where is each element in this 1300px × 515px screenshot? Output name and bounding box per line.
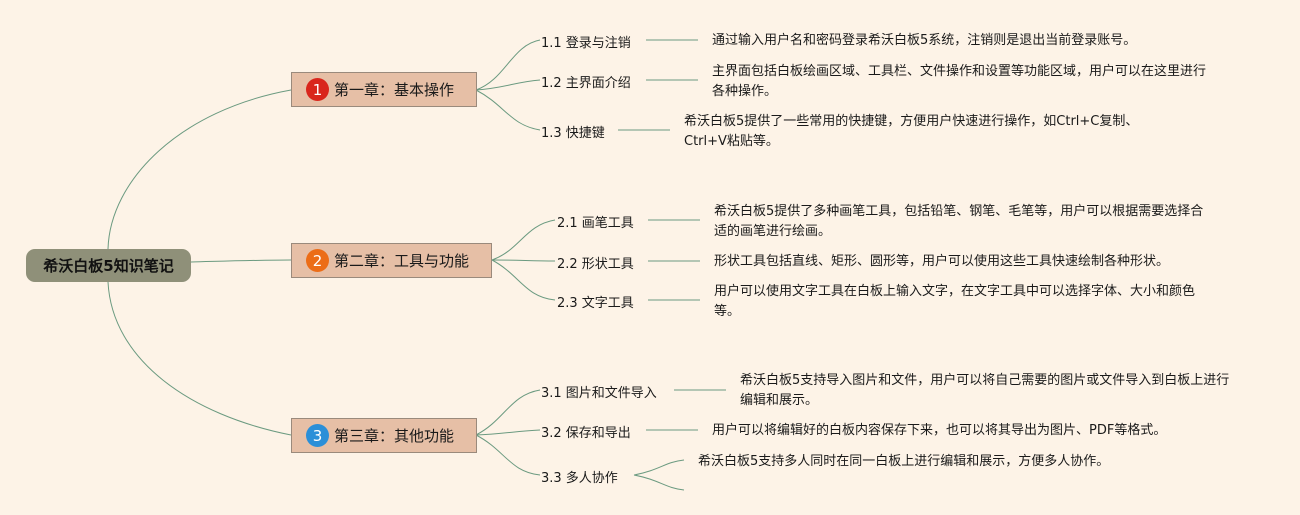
chapter-3-node[interactable]: 3 第三章：其他功能: [291, 418, 477, 453]
connector-ch3-s3: [475, 434, 541, 476]
connector-ch1-s3: [475, 89, 541, 131]
section-1-1-desc: 通过输入用户名和密码登录希沃白板5系统，注销则是退出当前登录账号。: [712, 33, 1137, 48]
chapter-1-node[interactable]: 1 第一章：基本操作: [291, 72, 477, 107]
chapter-1-badge: 1: [306, 78, 329, 101]
section-1-3[interactable]: 1.3 快捷键: [541, 126, 605, 141]
connector-root-ch3: [107, 281, 292, 436]
chapter-1-label: 第一章：基本操作: [334, 81, 455, 99]
connector-root-ch2: [190, 259, 292, 263]
connector-ch3-s3-fork-up: [633, 459, 685, 476]
section-2-2-desc: 形状工具包括直线、矩形、圆形等，用户可以使用这些工具快速绘制各种形状。: [714, 254, 1170, 269]
section-3-3[interactable]: 3.3 多人协作: [541, 471, 618, 486]
chapter-2-node[interactable]: 2 第二章：工具与功能: [291, 243, 492, 278]
section-2-1[interactable]: 2.1 画笔工具: [557, 216, 634, 231]
connector-root-ch1: [107, 89, 292, 250]
section-1-3-desc: 希沃白板5提供了一些常用的快捷键，方便用户快速进行操作，如Ctrl+C复制、Ct…: [684, 114, 1139, 149]
chapter-3-badge: 3: [306, 424, 329, 447]
section-2-3[interactable]: 2.3 文字工具: [557, 296, 634, 311]
section-2-1-desc: 希沃白板5提供了多种画笔工具，包括铅笔、钢笔、毛笔等，用户可以根据需要选择合适的…: [714, 204, 1204, 239]
connector-ch1-s2: [475, 79, 541, 91]
connector-ch1-s1: [475, 39, 541, 91]
section-1-2-desc: 主界面包括白板绘画区域、工具栏、文件操作和设置等功能区域，用户可以在这里进行各种…: [712, 64, 1207, 99]
connector-ch3-s1: [475, 389, 541, 436]
connector-ch3-s3-fork-down: [633, 474, 685, 491]
connector-ch2-s1: [491, 219, 556, 261]
connector-ch2-s3: [491, 259, 556, 301]
section-3-3-desc: 希沃白板5支持多人同时在同一白板上进行编辑和展示，方便多人协作。: [698, 454, 1110, 469]
chapter-3-label: 第三章：其他功能: [334, 427, 455, 445]
section-3-1-desc: 希沃白板5支持导入图片和文件，用户可以将自己需要的图片或文件导入到白板上进行编辑…: [740, 373, 1230, 408]
root-label: 希沃白板5知识笔记: [43, 257, 174, 275]
connector-ch2-s2: [491, 259, 556, 262]
section-1-2[interactable]: 1.2 主界面介绍: [541, 76, 631, 91]
section-2-3-desc: 用户可以使用文字工具在白板上输入文字，在文字工具中可以选择字体、大小和颜色等。: [714, 284, 1196, 319]
section-3-1[interactable]: 3.1 图片和文件导入: [541, 386, 657, 401]
section-2-2[interactable]: 2.2 形状工具: [557, 257, 634, 272]
chapter-2-badge: 2: [306, 249, 329, 272]
root-node[interactable]: 希沃白板5知识笔记: [26, 249, 191, 282]
section-1-1[interactable]: 1.1 登录与注销: [541, 36, 631, 51]
section-3-2-desc: 用户可以将编辑好的白板内容保存下来，也可以将其导出为图片、PDF等格式。: [712, 423, 1167, 438]
chapter-2-label: 第二章：工具与功能: [334, 252, 470, 270]
section-3-2[interactable]: 3.2 保存和导出: [541, 426, 631, 441]
connector-ch3-s2: [475, 429, 541, 436]
